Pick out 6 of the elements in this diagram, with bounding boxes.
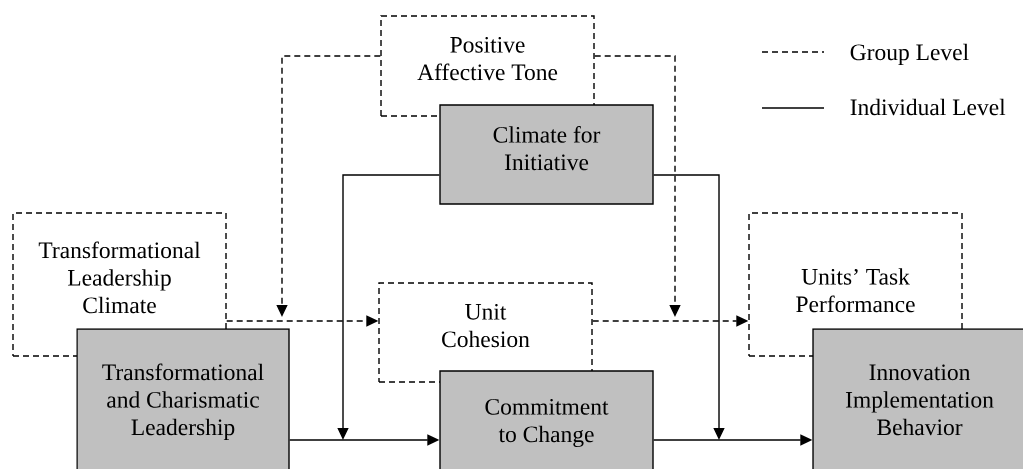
construct-box: Transformational and Charismatic Leadership xyxy=(76,328,290,469)
construct-box: Climate for Initiative xyxy=(439,104,654,205)
construct-box: Innovation Implementation Behavior xyxy=(812,328,1023,469)
construct-box: Commitment to Change xyxy=(439,370,654,469)
legend-item: Individual Level xyxy=(761,98,1006,116)
legend-item: Group Level xyxy=(761,43,969,65)
